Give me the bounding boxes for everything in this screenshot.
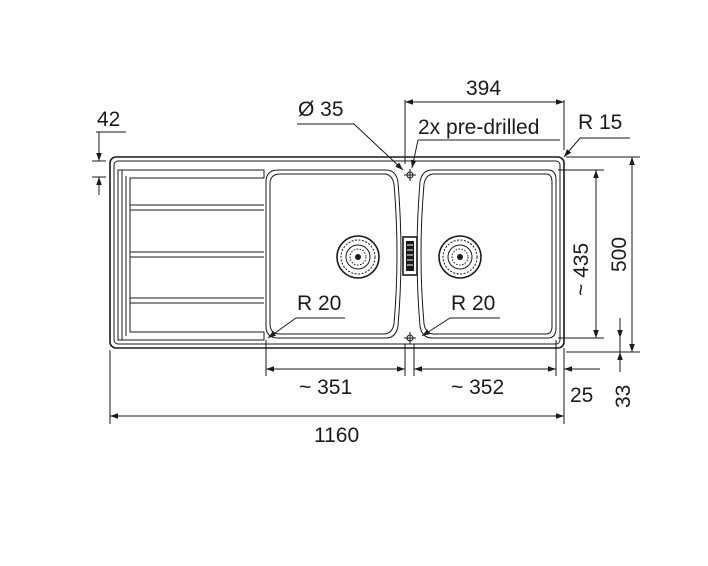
dim-1160-label: 1160 [314, 424, 359, 447]
dim-351-label: ~ 351 [299, 376, 352, 399]
dim-overall-width: 1160 [109, 350, 565, 447]
dim-drain-hole: Ø 35 [297, 98, 404, 171]
dim-corner-radius: R 15 [563, 111, 630, 158]
left-bowl [265, 169, 402, 339]
right-drain [438, 235, 482, 279]
dim-r20-right-label: R 20 [451, 292, 495, 315]
drainer-board [117, 169, 265, 341]
dim-25-label: 25 [570, 384, 593, 407]
dim-bowl-depth: ~ 435 [558, 169, 604, 339]
dim-435-label: ~ 435 [570, 243, 593, 296]
dim-tap-spacing: 394 2x pre-drilled [404, 77, 565, 169]
dim-right-bowl-radius: R 20 [421, 292, 500, 337]
dim-352-label: ~ 352 [451, 376, 504, 399]
dim-500-label: 500 [608, 237, 631, 272]
dim-42-label: 42 [97, 108, 120, 131]
dim-394-label: 394 [466, 77, 501, 100]
dim-edge-right: 25 [563, 348, 600, 407]
dim-left-bowl-radius: R 20 [267, 292, 345, 339]
dim-r20-left-label: R 20 [297, 292, 341, 315]
dim-33-label: 33 [612, 385, 635, 408]
dim-bowl-widths: ~ 351 ~ 352 [265, 340, 557, 399]
dim-drainer-offset: 42 [92, 108, 126, 195]
tap-hole-top [404, 169, 416, 181]
left-drain [336, 235, 380, 279]
overflow-slot [402, 236, 418, 276]
dim-edge-bottom: 33 [612, 318, 635, 408]
dim-r15-label: R 15 [578, 111, 622, 134]
dim-overall-depth: 500 [566, 156, 640, 353]
sink-outline [109, 156, 565, 349]
dim-d35-label: Ø 35 [298, 98, 344, 121]
tap-hole-bottom [404, 332, 416, 344]
pre-drilled-label: 2x pre-drilled [418, 116, 539, 139]
